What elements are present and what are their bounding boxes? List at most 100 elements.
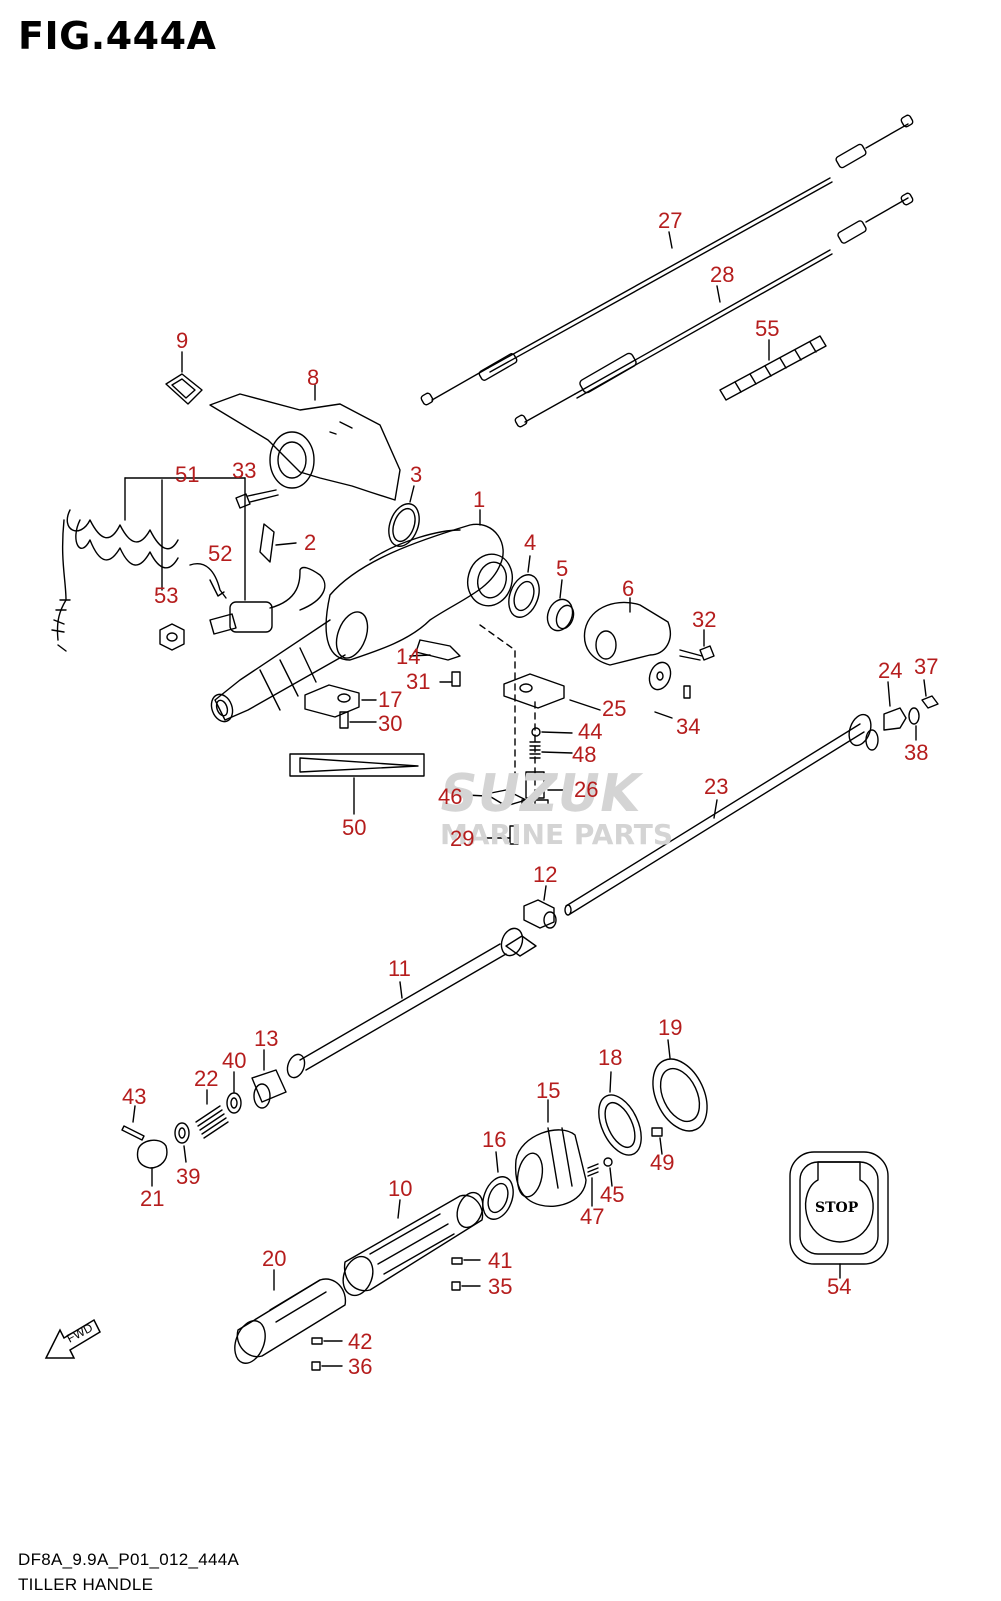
bracket-17-drawing <box>304 684 360 718</box>
throttle-shaft-11-drawing <box>286 927 537 1079</box>
grommet-drawing <box>165 373 203 405</box>
callout-37[interactable]: 37 <box>914 654 939 679</box>
ring-16-drawing <box>482 1176 514 1220</box>
part-24-drawing <box>883 707 907 731</box>
bolt-33-drawing <box>235 489 279 509</box>
diagram-code: DF8A_9.9A_P01_012_444A <box>18 1550 240 1569</box>
callout-4[interactable]: 4 <box>524 530 537 555</box>
screw-31-drawing <box>451 671 461 687</box>
spring-48-drawing <box>529 741 541 759</box>
callout-24[interactable]: 24 <box>878 658 903 683</box>
callout-22[interactable]: 22 <box>194 1066 219 1091</box>
figure-title: FIG.444A <box>18 14 217 58</box>
callout-38[interactable]: 38 <box>904 740 929 765</box>
part-41-drawing <box>451 1257 463 1265</box>
spring-47-drawing <box>587 1163 599 1177</box>
screw-34-drawing <box>683 685 691 699</box>
callout-16[interactable]: 16 <box>482 1127 507 1152</box>
callout-48[interactable]: 48 <box>572 742 597 767</box>
callout-42[interactable]: 42 <box>348 1329 373 1354</box>
part-42-drawing <box>311 1337 323 1345</box>
callout-28[interactable]: 28 <box>710 262 735 287</box>
callout-9[interactable]: 9 <box>176 328 189 353</box>
callout-43[interactable]: 43 <box>122 1084 147 1109</box>
stop-switch-drawing <box>209 566 326 635</box>
callout-49[interactable]: 49 <box>650 1150 675 1175</box>
callout-54[interactable]: 54 <box>827 1274 852 1299</box>
spring-22-drawing <box>195 1105 229 1139</box>
clip-2-drawing <box>259 523 275 563</box>
callout-30[interactable]: 30 <box>378 711 403 736</box>
callout-10[interactable]: 10 <box>388 1176 413 1201</box>
callout-39[interactable]: 39 <box>176 1164 201 1189</box>
callout-44[interactable]: 44 <box>578 719 603 744</box>
callout-21[interactable]: 21 <box>140 1186 165 1211</box>
callout-3[interactable]: 3 <box>410 462 423 487</box>
callout-52[interactable]: 52 <box>208 541 233 566</box>
ball-45-drawing <box>603 1157 613 1167</box>
callout-14[interactable]: 14 <box>396 644 421 669</box>
callout-15[interactable]: 15 <box>536 1078 561 1103</box>
screw-35-drawing <box>451 1281 461 1291</box>
diagram-caption: TILLER HANDLE <box>18 1575 154 1594</box>
ball-44-drawing <box>531 727 541 737</box>
nut-37-drawing <box>921 695 939 709</box>
callout-45[interactable]: 45 <box>600 1182 625 1207</box>
callout-12[interactable]: 12 <box>533 862 558 887</box>
callout-34[interactable]: 34 <box>676 714 701 739</box>
throttle-cable-drawing <box>420 114 914 406</box>
callout-26[interactable]: 26 <box>574 777 599 802</box>
callout-29[interactable]: 29 <box>450 826 475 851</box>
callout-40[interactable]: 40 <box>222 1048 247 1073</box>
callout-32[interactable]: 32 <box>692 607 717 632</box>
callout-1[interactable]: 1 <box>473 487 486 512</box>
screw-30-drawing <box>339 711 349 729</box>
screw-49-drawing <box>651 1127 663 1137</box>
watermark-subtitle: MARINE PARTS <box>440 818 674 851</box>
callout-13[interactable]: 13 <box>254 1026 279 1051</box>
callout-41[interactable]: 41 <box>488 1248 513 1273</box>
callout-33[interactable]: 33 <box>232 458 257 483</box>
friction-plate-18-drawing <box>598 1094 642 1156</box>
throttle-grip-20-drawing <box>234 1269 347 1364</box>
callout-47[interactable]: 47 <box>580 1204 605 1229</box>
fitting-12-drawing <box>523 885 557 929</box>
callout-5[interactable]: 5 <box>556 556 569 581</box>
sleeve-13-drawing <box>251 1069 287 1103</box>
screw-36-drawing <box>311 1361 321 1371</box>
callout-31[interactable]: 31 <box>406 669 431 694</box>
callout-8[interactable]: 8 <box>307 365 320 390</box>
washer-38-drawing <box>908 707 920 725</box>
cap-15-drawing <box>514 1099 587 1207</box>
callout-35[interactable]: 35 <box>488 1274 513 1299</box>
forward-arrow-icon <box>44 1318 101 1359</box>
shift-cable-drawing <box>514 192 914 428</box>
bushing-5-drawing <box>546 598 574 632</box>
lever-25-drawing <box>503 673 601 711</box>
callout-55[interactable]: 55 <box>755 316 780 341</box>
stop-decal-54-drawing <box>789 1151 889 1279</box>
callout-6[interactable]: 6 <box>622 576 635 601</box>
callout-25[interactable]: 25 <box>602 696 627 721</box>
callout-23[interactable]: 23 <box>704 774 729 799</box>
callout-27[interactable]: 27 <box>658 208 683 233</box>
callout-46[interactable]: 46 <box>438 784 463 809</box>
callout-18[interactable]: 18 <box>598 1045 623 1070</box>
callout-17[interactable]: 17 <box>378 687 403 712</box>
callout-53[interactable]: 53 <box>154 583 179 608</box>
callout-2[interactable]: 2 <box>304 530 317 555</box>
callout-50[interactable]: 50 <box>342 815 367 840</box>
callout-36[interactable]: 36 <box>348 1354 373 1379</box>
callout-20[interactable]: 20 <box>262 1246 287 1271</box>
plate-46-drawing <box>485 789 527 807</box>
plate-14-drawing <box>415 639 461 661</box>
callout-51[interactable]: 51 <box>175 462 200 487</box>
pin-43-drawing <box>121 1125 145 1141</box>
washer-7-drawing <box>648 661 672 691</box>
callout-19[interactable]: 19 <box>658 1015 683 1040</box>
callout-11[interactable]: 11 <box>388 956 411 981</box>
bracket-drawing <box>209 384 401 501</box>
tiller-handle-drawing <box>210 509 513 723</box>
